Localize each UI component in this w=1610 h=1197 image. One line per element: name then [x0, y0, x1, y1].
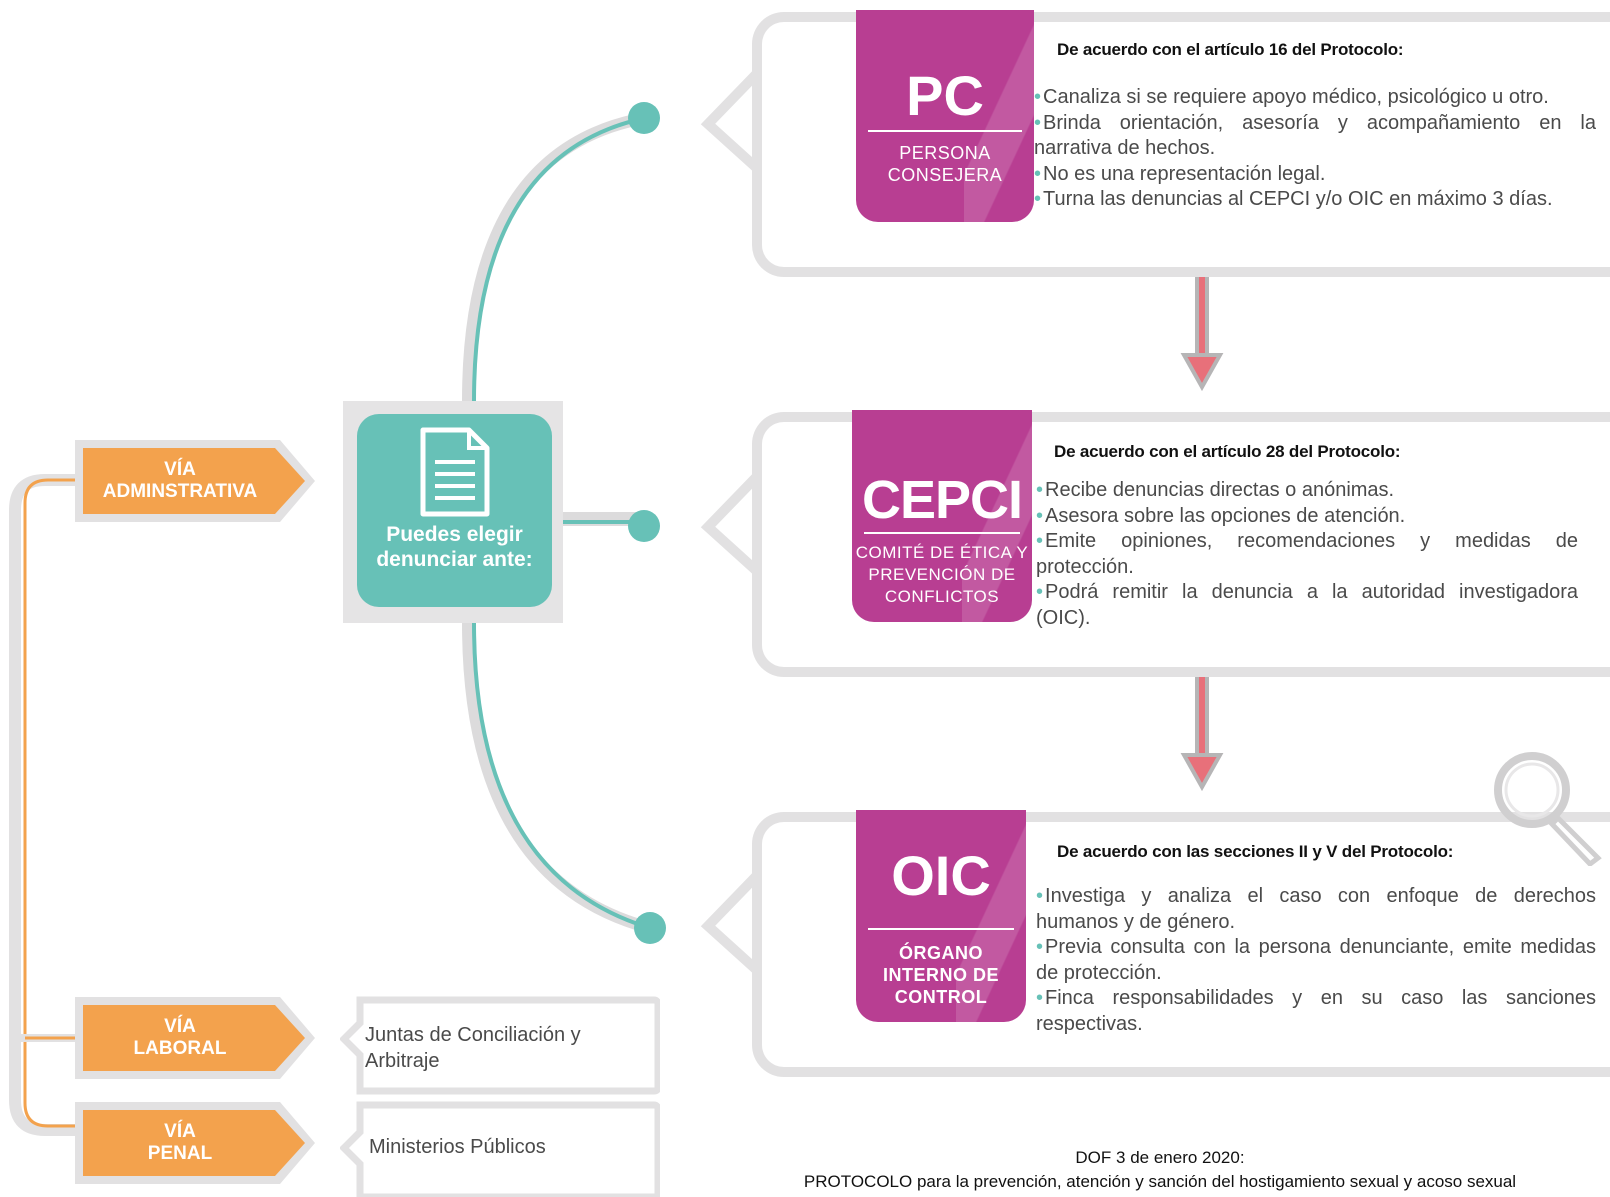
- tag-pc: PC PERSONA CONSEJERA: [856, 10, 1034, 222]
- bullet-list: Recibe denuncias directas o anónimas. As…: [1036, 478, 1578, 631]
- tag-full-name: PERSONA CONSEJERA: [887, 143, 1003, 185]
- bullet-item: Canaliza si se requiere apoyo médico, ps…: [1034, 85, 1596, 111]
- route-arrow-shape: [75, 1102, 315, 1184]
- route-label: VÍA ADMINSTRATIVA: [85, 450, 275, 512]
- route-administrativa: VÍA ADMINSTRATIVA: [75, 440, 320, 522]
- box-heading: De acuerdo con el artículo 28 del Protoc…: [1054, 442, 1401, 461]
- route-bracket-orange: [23, 478, 80, 1128]
- bullet-item: Turna las denuncias al CEPCI y/o OIC en …: [1034, 187, 1596, 213]
- tag-abbr: OIC: [891, 844, 991, 907]
- bullet-list: Investiga y analiza el caso con enfoque …: [1036, 884, 1596, 1037]
- tag-divider: [864, 532, 1020, 534]
- node-oic: [634, 912, 666, 944]
- bullet-item: Previa consulta con la persona denuncian…: [1036, 935, 1596, 986]
- document-icon: [420, 427, 490, 517]
- tag-full-name: ÓRGANO INTERNO DE CONTROL: [882, 943, 999, 1007]
- box-heading: De acuerdo con las secciones II y V del …: [1057, 842, 1454, 861]
- node-cepci: [628, 510, 660, 542]
- route-line2: PENAL: [147, 1143, 213, 1164]
- tag-abbr: PC: [906, 64, 984, 127]
- route-arrow-shape: [75, 440, 315, 522]
- hub-card: Puedes elegir denunciar ante:: [357, 414, 552, 607]
- route-line2: ADMINSTRATIVA: [102, 481, 258, 502]
- footer-source: DOF 3 de enero 2020:: [1075, 1148, 1245, 1167]
- bullet-item: Brinda orientación, asesoría y acompañam…: [1034, 111, 1596, 162]
- route-line2: LABORAL: [133, 1038, 227, 1059]
- bullet-item: Podrá remitir la denuncia a la autoridad…: [1036, 580, 1578, 631]
- bullet-item: Asesora sobre las opciones de atención.: [1036, 504, 1578, 530]
- down-arrow: [1180, 677, 1224, 792]
- footer-title: PROTOCOLO para la prevención, atención y…: [803, 1172, 1517, 1191]
- bullet-item: Recibe denuncias directas o anónimas.: [1036, 478, 1578, 504]
- hub-label: Puedes elegir denunciar ante:: [376, 523, 533, 571]
- tag-divider: [868, 130, 1022, 132]
- route-label: VÍA LABORAL: [85, 1007, 275, 1069]
- route-line1: VÍA: [164, 1121, 196, 1142]
- route-laboral: VÍA LABORAL: [75, 997, 320, 1079]
- callout-laboral: [340, 996, 660, 1095]
- bullet-item: Emite opiniones, recomendaciones y medid…: [1036, 529, 1578, 580]
- route-line1: VÍA: [164, 459, 196, 480]
- other-body-laboral: Juntas de Conciliación y Arbitraje: [365, 1024, 581, 1072]
- route-bracket-gray: [9, 474, 80, 1136]
- route-arrow-shape: [75, 997, 315, 1079]
- bullet-list: Canaliza si se requiere apoyo médico, ps…: [1034, 85, 1596, 213]
- bullet-item: Finca responsabilidades y en su caso las…: [1036, 986, 1596, 1037]
- tag-abbr: CEPCI: [861, 470, 1023, 530]
- tag-cepci: CEPCI COMITÉ DE ÉTICA Y PREVENCIÓN DE CO…: [852, 410, 1032, 622]
- route-line1: VÍA: [164, 1016, 196, 1037]
- callout-penal: [340, 1101, 660, 1197]
- tag-oic: OIC ÓRGANO INTERNO DE CONTROL: [856, 810, 1026, 1022]
- magnifier-icon: [1494, 752, 1602, 866]
- bullet-item: No es una representación legal.: [1034, 162, 1596, 188]
- box-heading: De acuerdo con el artículo 16 del Protoc…: [1057, 40, 1404, 59]
- other-body-penal: Ministerios Públicos: [369, 1136, 546, 1158]
- route-penal: VÍA PENAL: [75, 1102, 320, 1184]
- route-label: VÍA PENAL: [85, 1112, 275, 1174]
- down-arrow: [1180, 277, 1224, 392]
- tag-full-name: COMITÉ DE ÉTICA Y PREVENCIÓN DE CONFLICT…: [855, 543, 1029, 606]
- tag-divider: [868, 928, 1014, 930]
- bullet-item: Investiga y analiza el caso con enfoque …: [1036, 884, 1596, 935]
- node-pc: [628, 102, 660, 134]
